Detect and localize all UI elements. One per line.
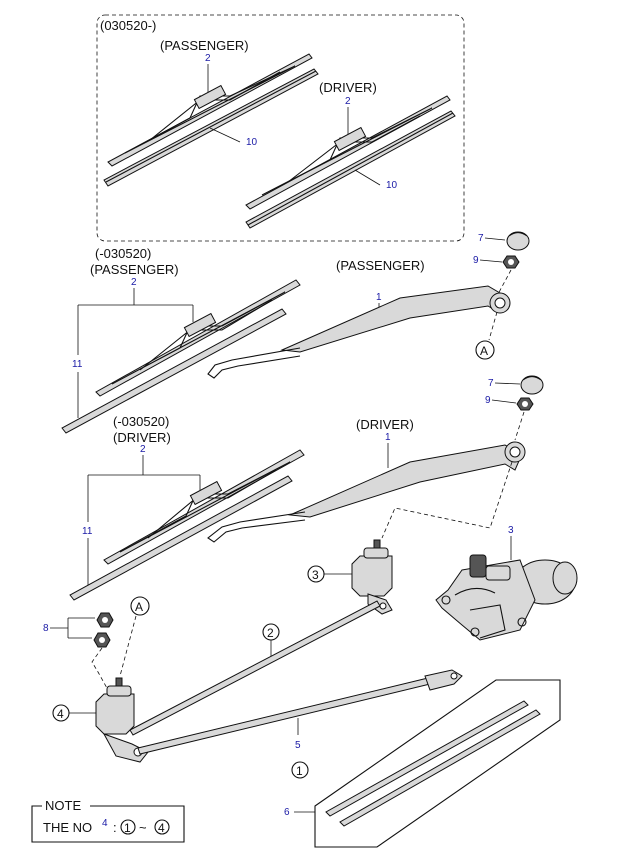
callout-9-lower: 9 xyxy=(485,395,491,406)
label-old-driver: (DRIVER) xyxy=(113,430,171,445)
circled-1-linkage: 1 xyxy=(291,761,309,779)
reference-marker-a-upper: A xyxy=(475,340,495,360)
wiper-blade-top-driver xyxy=(245,95,451,210)
wiper-refill-old-passenger xyxy=(61,308,287,434)
note-prefix: THE NO xyxy=(43,820,92,835)
label-top-driver: (DRIVER) xyxy=(319,80,377,95)
nut-8-upper xyxy=(96,612,114,628)
link-rod-circled-2: 2 xyxy=(262,623,280,641)
label-arm-passenger: (PASSENGER) xyxy=(336,258,425,273)
wiper-arm-driver xyxy=(207,441,526,543)
note-title: NOTE xyxy=(45,798,81,813)
callout-2-old-passenger: 2 xyxy=(131,277,137,288)
callout-3-motor: 3 xyxy=(508,525,514,536)
callout-9-upper: 9 xyxy=(473,255,479,266)
callout-7-lower: 7 xyxy=(488,378,494,389)
callout-1-arm-passenger: 1 xyxy=(376,292,382,303)
note-superscript: 4 xyxy=(102,818,108,829)
svg-text:2: 2 xyxy=(267,626,274,640)
cap-lower xyxy=(520,375,544,395)
note-colon: : xyxy=(113,820,117,835)
svg-text:A: A xyxy=(480,344,488,358)
callout-2-old-driver: 2 xyxy=(140,444,146,455)
nut-lower xyxy=(516,397,534,411)
note-box: NOTE THE NO 4 : 1 ~ 4 xyxy=(31,798,185,843)
callout-10-top-passenger: 10 xyxy=(246,137,258,148)
callout-6-refills: 6 xyxy=(284,807,290,818)
note-tilde: ~ xyxy=(139,820,147,835)
note-range-end: 4 xyxy=(158,821,165,835)
label-arm-driver: (DRIVER) xyxy=(356,417,414,432)
wiper-blade-top-passenger xyxy=(107,53,313,167)
wiper-blade-old-driver xyxy=(103,449,305,565)
link-rod-5 xyxy=(137,669,463,755)
callout-2-top-passenger: 2 xyxy=(205,53,211,64)
label-top-passenger: (PASSENGER) xyxy=(160,38,249,53)
callout-7-upper: 7 xyxy=(478,233,484,244)
wiper-refill-old-driver xyxy=(69,475,293,601)
svg-text:3: 3 xyxy=(312,568,319,582)
callout-11-lower: 11 xyxy=(82,526,93,537)
reference-marker-a-lower: A xyxy=(130,596,150,616)
label-old-driver-date: (-030520) xyxy=(113,414,169,429)
svg-text:4: 4 xyxy=(57,707,64,721)
label-old-passenger-date: (-030520) xyxy=(95,246,151,261)
group-box xyxy=(96,14,465,242)
callout-1-arm-driver: 1 xyxy=(385,432,391,443)
wiper-blade-old-passenger xyxy=(95,279,301,397)
callout-2-top-driver: 2 xyxy=(345,96,351,107)
callout-8-nuts: 8 xyxy=(43,623,49,634)
callout-11-upper: 11 xyxy=(72,359,83,370)
svg-text:A: A xyxy=(135,600,143,614)
wiper-arm-passenger xyxy=(207,285,511,379)
group-box-label: (030520-) xyxy=(100,18,156,33)
pivot-circled-3: 3 xyxy=(307,565,325,583)
wiper-refill-top-passenger xyxy=(103,68,319,187)
note-range-start: 1 xyxy=(124,821,131,835)
refill-kit-box xyxy=(314,679,561,848)
pivot-assembly-3 xyxy=(351,539,393,615)
pivot-circled-4: 4 xyxy=(52,704,70,722)
label-old-passenger: (PASSENGER) xyxy=(90,262,179,277)
link-rod-2 xyxy=(129,600,381,736)
svg-text:1: 1 xyxy=(296,764,303,778)
wiper-refill-top-driver xyxy=(245,110,456,229)
cap-upper xyxy=(506,231,530,251)
callout-5-rod: 5 xyxy=(295,740,301,751)
nut-upper xyxy=(502,255,520,269)
nut-8-lower xyxy=(93,632,111,648)
wiper-motor xyxy=(435,554,578,641)
callout-10-top-driver: 10 xyxy=(386,180,398,191)
